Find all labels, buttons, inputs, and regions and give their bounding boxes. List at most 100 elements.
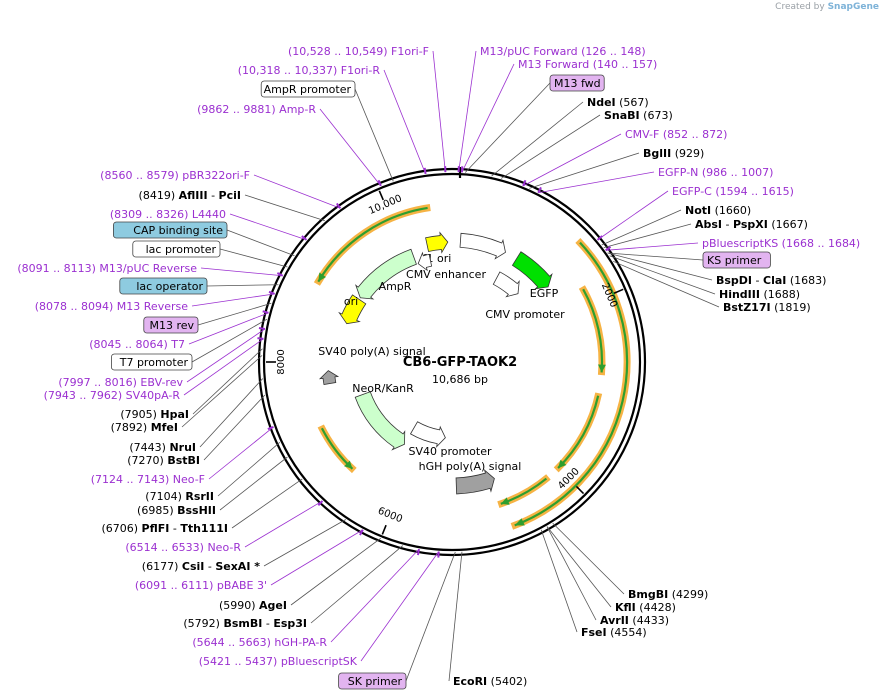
enzyme-name: SexAI *	[215, 560, 260, 573]
label-8045-8064-t7-text: (8045 .. 8064) T7	[89, 338, 185, 351]
label-kfli: KflI (4428)	[615, 601, 676, 614]
primer-site-6514-6533-neo-r	[317, 500, 324, 507]
label-m13-fwd: M13 fwd	[549, 74, 605, 92]
leader-bsmbi	[310, 545, 404, 624]
orf-arrowhead-5	[344, 460, 353, 469]
label-lac-promoter: lac promoter	[132, 240, 221, 258]
feature-cmv-promoter	[492, 271, 520, 298]
enzyme-name: BglII	[643, 147, 671, 160]
label-absi-text: AbsI - PspXI (1667)	[695, 218, 808, 231]
enzyme-name: AbsI	[695, 218, 722, 231]
enzyme-name: PciI	[219, 189, 241, 202]
enzyme-name: BssHII	[177, 504, 216, 517]
enzyme-position: (7905)	[120, 408, 157, 421]
label-ks-primer: KS primer	[702, 251, 771, 269]
leader-lac-promoter	[219, 248, 288, 268]
leader-bglii	[529, 152, 640, 189]
enzyme-position: (5990)	[219, 599, 256, 612]
label-sk-primer-text: SK primer	[348, 675, 403, 688]
primer-site-8560-8579-pbr322ori-f	[335, 202, 342, 209]
tick-mark-4000	[575, 485, 585, 495]
label-lac-operator-text: lac operator	[136, 280, 203, 293]
leader-noti	[601, 209, 682, 246]
label-ks-primer-text: KS primer	[707, 254, 762, 267]
leader-5421-5437-pbluescriptsk	[360, 551, 440, 662]
enzyme-position: (1667)	[771, 218, 808, 231]
leader-afliii	[244, 194, 325, 222]
enzyme-position: (1660)	[715, 204, 752, 217]
primer-site-10-318-10-337-f1ori-r	[423, 167, 427, 174]
leader-hindiii	[609, 255, 716, 295]
primer-site-7124-7143-neo-f	[267, 426, 274, 430]
label-bglii: BglII (929)	[643, 147, 704, 160]
label-bspdi-text: BspDI - ClaI (1683)	[716, 274, 826, 287]
feature-label-hgh-poly-a-signal: hGH poly(A) signal	[419, 460, 522, 473]
feature-sv40-poly-a-signal	[318, 370, 340, 386]
enzyme-position: (5792)	[183, 617, 220, 630]
label-absi: AbsI - PspXI (1667)	[695, 218, 808, 231]
enzyme-position: (6177)	[142, 560, 179, 573]
label-ndei-text: NdeI (567)	[587, 96, 649, 109]
label-bstbi-text: (7270) BstBI	[127, 454, 200, 467]
feature-label-ampr: AmpR	[379, 280, 412, 293]
enzyme-name: PspXI	[733, 218, 768, 231]
leader-pflfi	[231, 478, 303, 529]
label-nrui-text: (7443) NruI	[129, 441, 196, 454]
enzyme-position: (4554)	[610, 626, 647, 639]
label-mfei: (7892) MfeI	[111, 421, 178, 434]
orf-arrowhead-2	[597, 364, 606, 373]
label-m13-rev-box	[143, 316, 199, 334]
feature-label-egfp: EGFP	[530, 287, 559, 300]
leader-7124-7143-neo-f	[208, 426, 274, 480]
enzyme-name: HindIII	[719, 288, 760, 301]
leader-8560-8579-pbr322ori-f	[253, 174, 341, 209]
enzyme-name: ClaI	[763, 274, 786, 287]
enzyme-name: AvrII	[600, 614, 629, 627]
feature-ori	[338, 294, 367, 325]
label-csii-text: (6177) CsiI - SexAI *	[142, 560, 260, 573]
leader-csii	[263, 519, 346, 567]
leader-ks-primer	[607, 252, 704, 261]
enzyme-separator: -	[262, 617, 273, 630]
leader-avrii	[546, 526, 597, 621]
label-t7-promoter: T7 promoter	[111, 353, 193, 371]
label-mfei-text: (7892) MfeI	[111, 421, 178, 434]
label-bglii-text: BglII (929)	[643, 147, 704, 160]
leader-8078-8094-m13-reverse	[191, 293, 275, 307]
enzyme-name: CsiI	[182, 560, 204, 573]
label-cap-binding-site-box	[113, 221, 228, 239]
leader-10-318-10-337-f1ori-r	[383, 69, 426, 174]
label-m13-rev: M13 rev	[143, 316, 199, 334]
leader-mfei	[181, 355, 263, 428]
enzyme-separator: -	[752, 274, 763, 287]
leader-hpai	[192, 348, 263, 415]
tick-mark-10-000	[378, 190, 384, 201]
label-8045-8064-t7: (8045 .. 8064) T7	[89, 338, 185, 351]
label-csii: (6177) CsiI - SexAI *	[142, 560, 260, 573]
leader-m13-rev	[197, 302, 272, 326]
enzyme-name: EcoRI	[453, 675, 487, 688]
enzyme-position: (6985)	[137, 504, 174, 517]
label-hindiii-text: HindIII (1688)	[719, 288, 800, 301]
label-cmv-f-852-872-text: CMV-F (852 .. 872)	[625, 128, 727, 141]
label-7943-7962-sv40pa-r-text: (7943 .. 7962) SV40pA-R	[44, 389, 181, 402]
leader-8045-8064-t7	[188, 312, 269, 345]
enzyme-name: NdeI	[587, 96, 616, 109]
enzyme-separator: -	[208, 189, 219, 202]
enzyme-position: (1819)	[774, 301, 811, 314]
leader-bspdi	[607, 252, 713, 281]
feature-hgh-poly-a-signal	[455, 469, 495, 495]
label-ampr-promoter-box	[260, 80, 356, 98]
label-6091-6111-pbabe-3: (6091 .. 6111) pBABE 3'	[135, 579, 267, 592]
label-7124-7143-neo-f-text: (7124 .. 7143) Neo-F	[91, 473, 205, 486]
leader-5644-5663-hgh-pa-r	[330, 548, 420, 643]
label-fsei-text: FseI (4554)	[581, 626, 647, 639]
enzyme-position: (1688)	[763, 288, 800, 301]
label-lac-promoter-text: lac promoter	[146, 243, 217, 256]
leader-ndei	[491, 101, 584, 177]
label-egfp-c-1594-1615: EGFP-C (1594 .. 1615)	[672, 185, 794, 198]
plasmid-name: CB6-GFP-TAOK2	[403, 355, 517, 370]
leader-8309-8326-l4440	[229, 213, 307, 241]
